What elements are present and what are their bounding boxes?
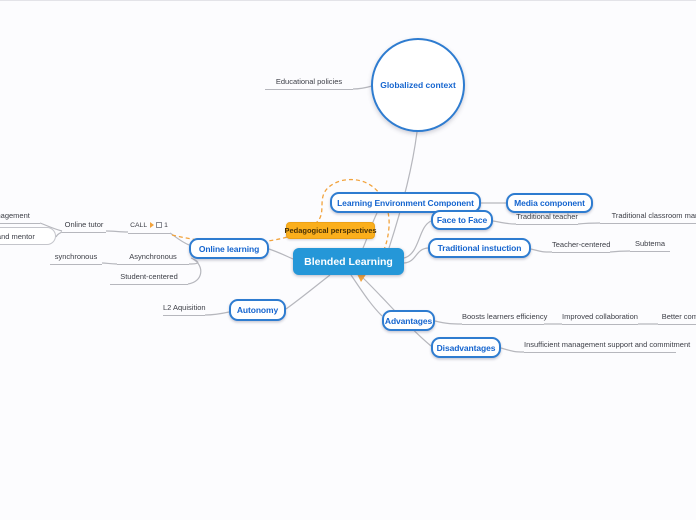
topic-label: Media component (514, 198, 585, 208)
central-label: Blended Learning (304, 255, 393, 268)
task-count: 1 (164, 222, 168, 229)
leaf-traditional-teacher[interactable]: Traditional teacher (516, 211, 578, 225)
topic-label: Disadvantages (436, 342, 496, 353)
topic-label: Autonomy (236, 305, 279, 315)
topic-label: Pedagogical perspectives (284, 226, 377, 235)
task-checkbox-icon[interactable] (156, 221, 163, 228)
topic-traditional-instuction[interactable]: Traditional instuction (428, 238, 531, 258)
topic-online-learning[interactable]: Online learning (189, 238, 269, 259)
topic-pedagogical-perspectives[interactable]: Pedagogical perspectives (284, 222, 377, 239)
topic-autonomy[interactable]: Autonomy (229, 299, 286, 321)
leaf-synchronous[interactable]: synchronous (50, 251, 102, 265)
topic-label: Online learning (198, 243, 260, 254)
topic-globalized-context[interactable]: Globalized context (371, 38, 465, 132)
leaf-coach-and-mentor[interactable]: Coach and mentor (0, 227, 56, 245)
topic-face-to-face[interactable]: Face to Face (431, 210, 493, 230)
leaf-label: CALL (130, 222, 148, 229)
leaf-boosts-learners-efficiency[interactable]: Boosts learners efficiency (462, 311, 547, 325)
leaf-classroom-management[interactable]: Classroom management (0, 210, 40, 224)
topic-media-component[interactable]: Media component (506, 193, 593, 213)
topic-advantages[interactable]: Advantages (382, 310, 435, 331)
leaf-label: Coach and mentor (0, 231, 35, 241)
topic-learning-environment-component[interactable]: Learning Environment Component (330, 192, 481, 213)
topic-label: Traditional instuction (437, 243, 522, 253)
topic-label: Globalized context (380, 80, 456, 90)
leaf-asynchronous[interactable]: Asynchronous (117, 251, 189, 265)
leaf-online-tutor[interactable]: Online tutor (62, 219, 106, 233)
topic-label: Learning Environment Component (337, 197, 474, 208)
leaf-better-communication[interactable]: Better communication (658, 311, 696, 325)
central-topic-blended-learning[interactable]: Blended Learning (293, 248, 404, 275)
topic-label: Face to Face (436, 215, 488, 225)
topic-disadvantages[interactable]: Disadvantages (431, 337, 501, 358)
leaf-educational-policies[interactable]: Educational policies (265, 76, 353, 90)
topic-label: Advantages (384, 315, 433, 326)
leaf-teacher-centered[interactable]: Teacher-centered (552, 239, 610, 253)
leaf-traditional-classroom-management[interactable]: Traditional classroom management (600, 210, 696, 224)
leaf-subtema[interactable]: Subtema (630, 238, 670, 252)
leaf-improved-collaboration[interactable]: Improved collaboration (562, 311, 638, 325)
leaf-l2-aquisition[interactable]: L2 Aquisition (163, 302, 206, 316)
leaf-student-centered[interactable]: Student-centered (110, 271, 188, 285)
priority-marker-icon (150, 222, 155, 229)
leaf-insufficient-management-support[interactable]: Insufficient management support and comm… (524, 339, 690, 353)
leaf-call[interactable]: CALL 1 (128, 220, 170, 234)
